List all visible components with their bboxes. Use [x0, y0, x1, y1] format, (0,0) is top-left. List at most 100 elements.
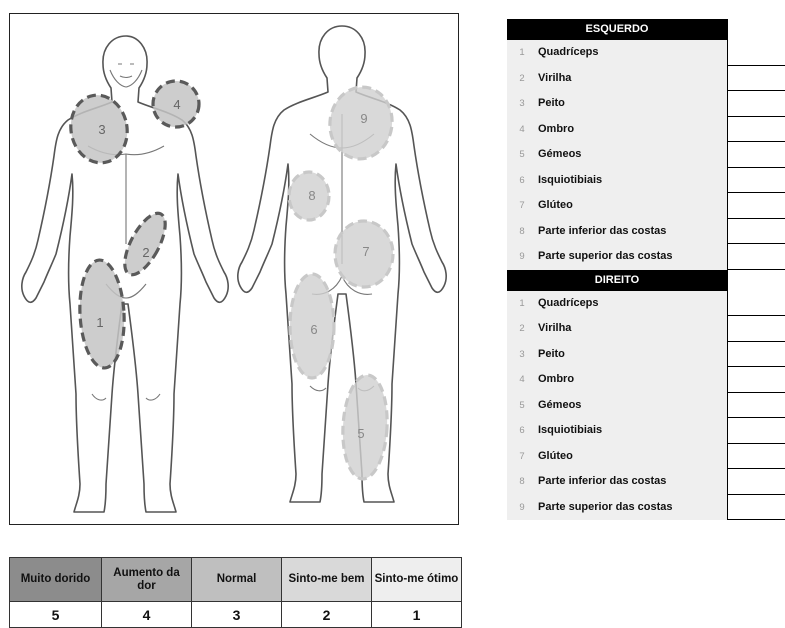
right_section-row-value-cell[interactable]: [727, 469, 785, 495]
left_section-row-label: Peito: [530, 91, 727, 117]
left-section-header: ESQUERDO: [507, 19, 785, 40]
right_section-row-number: 4: [516, 367, 528, 393]
right_section-row-value-cell[interactable]: [727, 367, 785, 393]
front-figure: 1 2 3 4: [22, 36, 228, 512]
left_section-row-label: Virilha: [530, 66, 727, 92]
left_section-row-number: 6: [516, 168, 528, 194]
right_section-row-label: Isquiotibiais: [530, 418, 727, 444]
right_section-row-number: 8: [516, 469, 528, 495]
zone-3-label: 3: [98, 122, 105, 137]
right_section-row-number: 6: [516, 418, 528, 444]
left_section-row-number: 8: [516, 219, 528, 245]
zone-6-label: 6: [310, 322, 317, 337]
left_section-row-label: Isquiotibiais: [530, 168, 727, 194]
left_section-row-number: 9: [516, 244, 528, 270]
left-section-edge: [727, 19, 785, 40]
right-section-title: DIREITO: [507, 270, 727, 291]
left_section-row-label: Parte superior das costas: [530, 244, 727, 270]
right_section-row-number: 7: [516, 444, 528, 470]
left_section-row-label: Ombro: [530, 117, 727, 143]
zone-4-label: 4: [173, 97, 180, 112]
left_section-row-label: Quadríceps: [530, 40, 727, 66]
left_section-row-number: 4: [516, 117, 528, 143]
right_section-row-label: Parte superior das costas: [530, 495, 727, 521]
left_section-row-value-cell[interactable]: [727, 91, 785, 117]
zone-1-label: 1: [96, 315, 103, 330]
right_section-row-value-cell[interactable]: [727, 418, 785, 444]
right_section-row-label: Ombro: [530, 367, 727, 393]
right_section-row-label: Gémeos: [530, 393, 727, 419]
scale-header-cell: Sinto-me bem: [282, 558, 372, 602]
body-figures: .fig { fill:#fff; stroke:#555; stroke-wi…: [10, 14, 460, 526]
left_section-row-value-cell[interactable]: [727, 168, 785, 194]
right-section-edge: [727, 270, 785, 291]
body-diagram: .fig { fill:#fff; stroke:#555; stroke-wi…: [9, 13, 459, 525]
right_section-row-label: Virilha: [530, 316, 727, 342]
zone-5-label: 5: [357, 426, 364, 441]
right_section-row-value-cell[interactable]: [727, 316, 785, 342]
zone-9-label: 9: [360, 111, 367, 126]
right-section-header: DIREITO: [507, 270, 785, 291]
pain-scale-header-row: Muito dorido Aumento da dor Normal Sinto…: [10, 558, 462, 602]
right_section-row-number: 9: [516, 495, 528, 521]
scale-header-cell: Sinto-me ótimo: [372, 558, 462, 602]
right_section-row-label: Parte inferior das costas: [530, 469, 727, 495]
left_section-row-value-cell[interactable]: [727, 142, 785, 168]
right_section-row-value-cell[interactable]: [727, 393, 785, 419]
left_section-row-value-cell[interactable]: [727, 40, 785, 66]
scale-header-cell: Muito dorido: [10, 558, 102, 602]
left_section-row-label: Parte inferior das costas: [530, 219, 727, 245]
left_section-row-label: Glúteo: [530, 193, 727, 219]
right_section-row-value-cell[interactable]: [727, 342, 785, 368]
left_section-row-number: 2: [516, 66, 528, 92]
right_section-row-label: Glúteo: [530, 444, 727, 470]
left_section-row-number: 7: [516, 193, 528, 219]
right_section-row-number: 3: [516, 342, 528, 368]
left_section-row-number: 1: [516, 40, 528, 66]
left_section-row-value-cell[interactable]: [727, 244, 785, 270]
left_section-row-number: 5: [516, 142, 528, 168]
left_section-row-value-cell[interactable]: [727, 193, 785, 219]
back-figure: 5 6 7 8 9: [238, 26, 446, 502]
right_section-row-number: 5: [516, 393, 528, 419]
left_section-row-number: 3: [516, 91, 528, 117]
left_section-row-value-cell[interactable]: [727, 219, 785, 245]
right_section-row-number: 2: [516, 316, 528, 342]
right_section-row-label: Quadríceps: [530, 291, 727, 317]
right_section-row-number: 1: [516, 291, 528, 317]
scale-header-cell: Aumento da dor: [102, 558, 192, 602]
pain-scale-table: Muito dorido Aumento da dor Normal Sinto…: [9, 557, 462, 628]
scale-header-cell: Normal: [192, 558, 282, 602]
left_section-row-value-cell[interactable]: [727, 117, 785, 143]
left_section-row-value-cell[interactable]: [727, 66, 785, 92]
right_section-row-label: Peito: [530, 342, 727, 368]
right_section-row-value-cell[interactable]: [727, 291, 785, 317]
zone-2-label: 2: [142, 245, 149, 260]
right_section-row-value-cell[interactable]: [727, 495, 785, 521]
right_section-row-value-cell[interactable]: [727, 444, 785, 470]
left-section-title: ESQUERDO: [507, 19, 727, 40]
left_section-row-label: Gémeos: [530, 142, 727, 168]
zone-8-label: 8: [308, 188, 315, 203]
